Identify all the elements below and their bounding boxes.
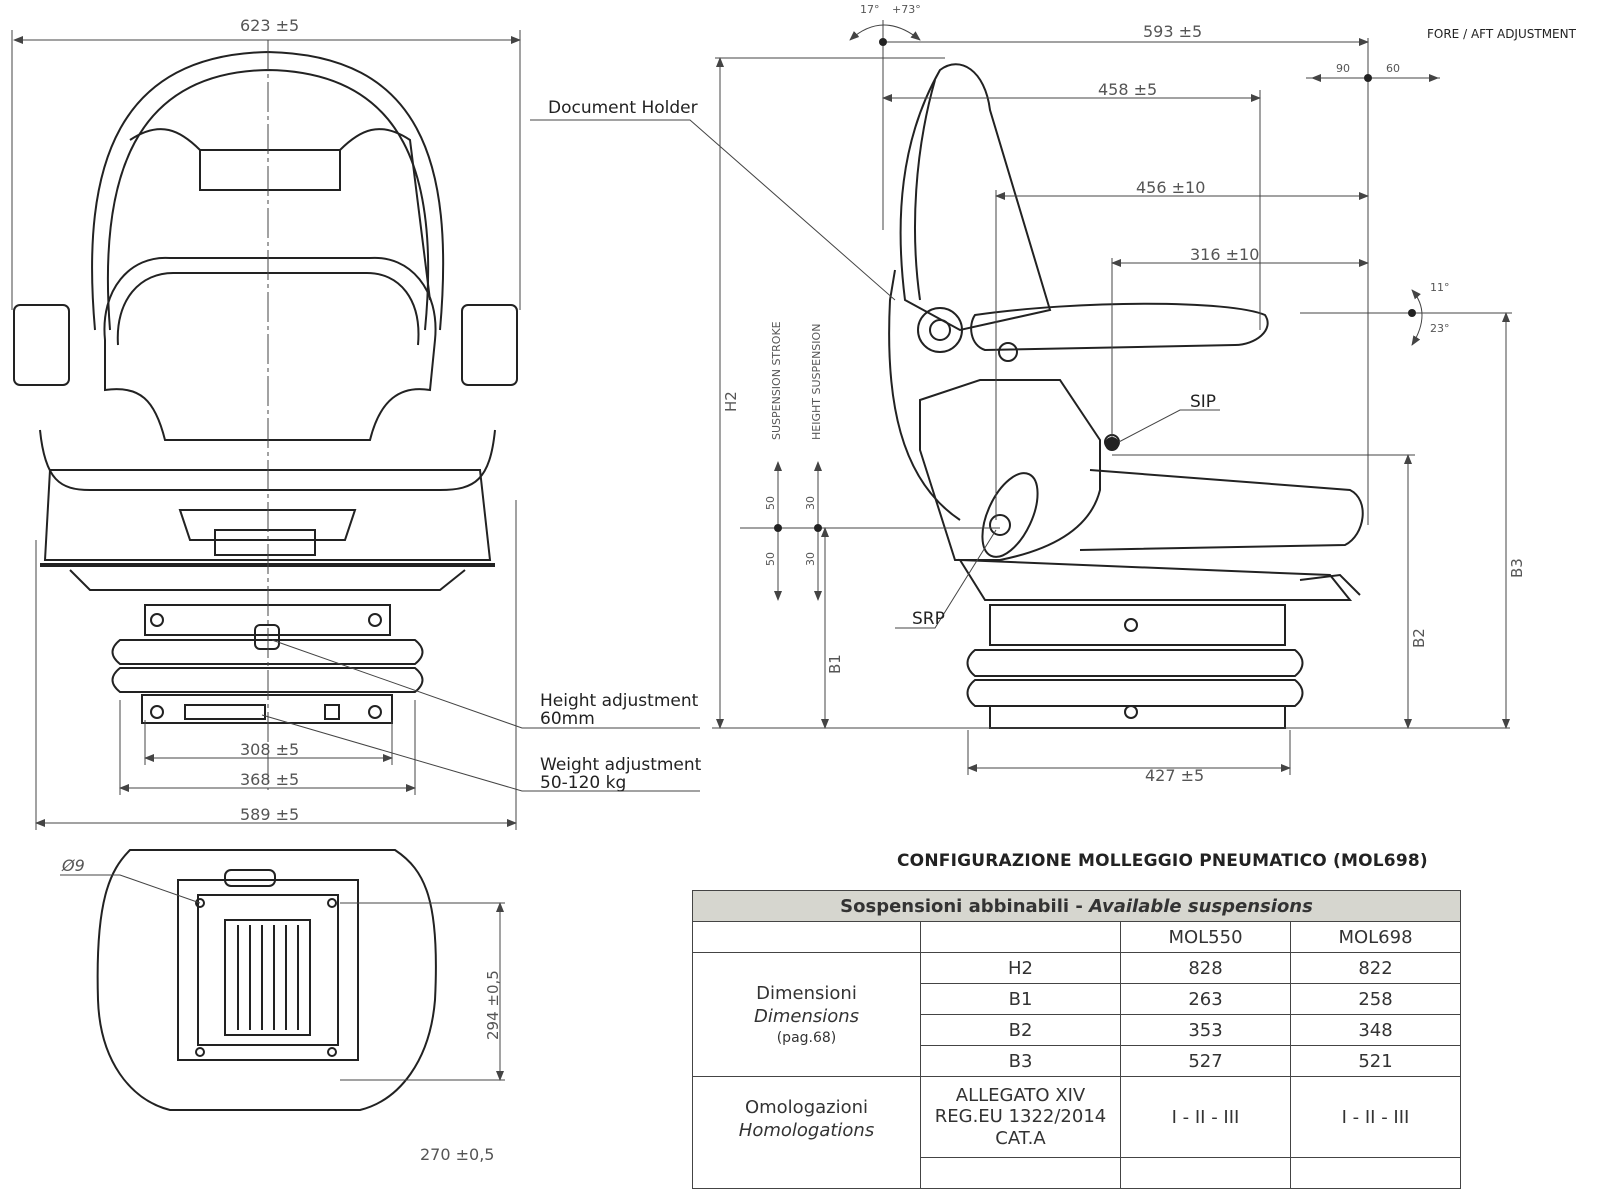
weight-adjustment-label: Weight adjustment (540, 755, 702, 775)
h2-label: H2 (722, 391, 740, 412)
row-value: 348 (1290, 1014, 1461, 1046)
homologation-line-3: CAT.A (995, 1127, 1046, 1149)
dim-316: 316 ±10 (1190, 245, 1260, 264)
dim-456: 456 ±10 (1136, 178, 1206, 197)
row-value: 521 (1290, 1045, 1461, 1077)
fore-aft-title: FORE / AFT ADJUSTMENT (1427, 27, 1576, 41)
table-columns-row: MOL550 MOL698 (692, 921, 1461, 953)
table-row: B3 527 521 (693, 1045, 1461, 1077)
dimensions-label: Dimensioni (756, 983, 857, 1005)
height-up-value: 30 (804, 496, 817, 510)
angle-down: 23° (1430, 322, 1450, 335)
front-base-width: 589 ±5 (240, 805, 300, 824)
front-inner-width-368: 368 ±5 (240, 770, 300, 789)
row-label: B3 (920, 1045, 1121, 1077)
empty-cell (692, 921, 921, 953)
empty-cell (1120, 1157, 1291, 1189)
dimensions-label-en: Dimensions (753, 1006, 860, 1028)
homologations-group-cell: Omologazioni Homologations (692, 1076, 921, 1189)
dimensions-ref: (pag.68) (776, 1029, 837, 1046)
row-value: 822 (1290, 952, 1461, 984)
table-row: Omologazioni Homologations ALLEGATO XIV … (692, 1076, 1461, 1189)
angle-up: 11° (1430, 281, 1450, 294)
dimension-lines (11, 20, 1512, 1081)
dimensions-group-cell: Dimensioni Dimensions (pag.68) (692, 952, 921, 1077)
homologation-line-1: ALLEGATO XIV (955, 1084, 1086, 1106)
table-row: B2 353 348 (693, 1014, 1461, 1046)
stroke-down-value: 50 (764, 552, 777, 566)
fore-aft-front: 60 (1386, 62, 1400, 75)
config-title: CONFIGURAZIONE MOLLEGGIO PNEUMATICO (MOL… (897, 851, 1428, 871)
row-value: 353 (1120, 1014, 1291, 1046)
bottom-view-seat (96, 849, 437, 1111)
b2-label: B2 (1410, 628, 1428, 648)
document-holder-label: Document Holder (548, 98, 698, 118)
recline-angle-back: 17° (860, 3, 880, 16)
fore-aft-back: 90 (1336, 62, 1350, 75)
homologation-line-2: REG.EU 1322/2014 (934, 1106, 1107, 1128)
col-mol550: MOL550 (1120, 921, 1291, 953)
table-header-row: Sospensioni abbinabili - Available suspe… (692, 890, 1461, 922)
hole-diameter: Ø9 (62, 856, 85, 875)
table-row: B1 263 258 (693, 983, 1461, 1015)
table-header: Sospensioni abbinabili - Available suspe… (692, 890, 1461, 922)
sip-label: SIP (1190, 392, 1217, 412)
row-label: H2 (920, 952, 1121, 984)
height-adjustment-label: Height adjustment (540, 691, 699, 711)
row-value: 828 (1120, 952, 1291, 984)
row-value: 258 (1290, 983, 1461, 1015)
empty-cell (920, 1157, 1121, 1189)
homologation-label-cell: ALLEGATO XIV REG.EU 1322/2014 CAT.A (920, 1076, 1121, 1158)
dim-593: 593 ±5 (1143, 22, 1203, 41)
row-value: 527 (1120, 1045, 1291, 1077)
dim-427: 427 ±5 (1145, 766, 1205, 785)
dim-294: 294 ±0,5 (484, 970, 502, 1040)
stroke-up-value: 50 (764, 496, 777, 510)
empty-cell (920, 921, 1121, 953)
suspension-stroke-label: SUSPENSION STROKE (770, 321, 783, 440)
front-inner-width-308: 308 ±5 (240, 740, 300, 759)
height-adjustment-value: 60mm (540, 709, 595, 729)
homologations-label-en: Homologations (738, 1119, 875, 1141)
front-view-seat (13, 50, 518, 724)
height-suspension-label: HEIGHT SUSPENSION (810, 323, 823, 440)
b3-label: B3 (1508, 558, 1526, 578)
row-value: I - II - III (1290, 1076, 1461, 1158)
row-label: B2 (920, 1014, 1121, 1046)
row-value: 263 (1120, 983, 1291, 1015)
srp-label: SRP (912, 609, 945, 629)
col-mol698: MOL698 (1290, 921, 1461, 953)
weight-adjustment-value: 50-120 kg (540, 773, 627, 793)
b1-label: B1 (826, 654, 844, 674)
side-view-seat (888, 63, 1364, 729)
empty-cell (1290, 1157, 1461, 1189)
dim-270: 270 ±0,5 (420, 1145, 495, 1164)
recline-angle-front: +73° (892, 3, 921, 16)
front-top-width: 623 ±5 (240, 16, 300, 35)
homologations-label: Omologazioni (744, 1097, 869, 1118)
suspension-spec-table: Sospensioni abbinabili - Available suspe… (692, 890, 1461, 1189)
row-label: B1 (920, 983, 1121, 1015)
dim-458: 458 ±5 (1098, 80, 1158, 99)
table-row: Dimensioni Dimensions (pag.68) H2 828 82… (692, 952, 1461, 1077)
height-down-value: 30 (804, 552, 817, 566)
row-value: I - II - III (1120, 1076, 1291, 1158)
